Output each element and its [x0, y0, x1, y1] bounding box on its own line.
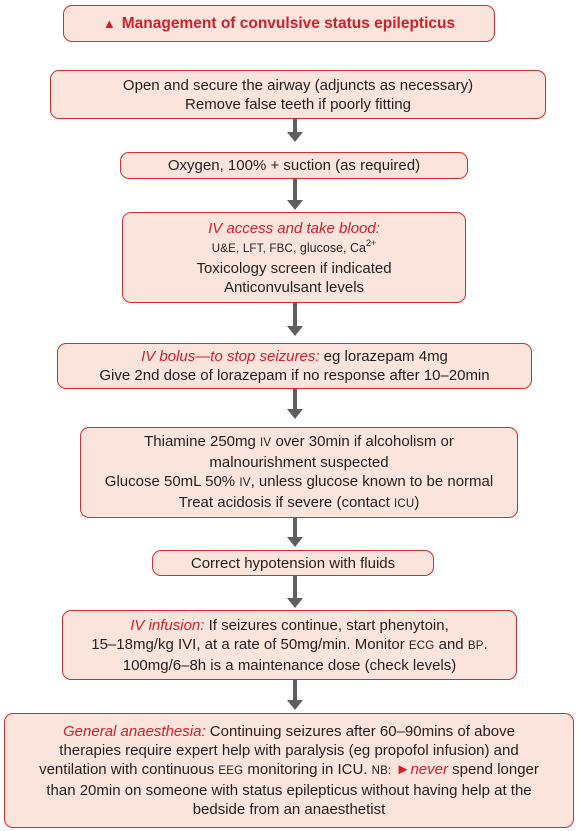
step-iv-access-heading: IV access and take blood:: [208, 219, 380, 237]
page-title: Management of convulsive status epilepti…: [121, 15, 456, 32]
step-iv-access-line2: Toxicology screen if indicated: [196, 259, 392, 277]
step-iv-access-line3: Anticonvulsant levels: [223, 278, 365, 296]
step-thiamine-line1: Thiamine 250mg IV over 30min if alcoholi…: [144, 432, 454, 450]
step-iv-bolus-line1: IV bolus—to stop seizures: eg lorazepam …: [141, 347, 448, 366]
step-ga-line3: ventilation with continuous EEG monitori…: [39, 761, 539, 778]
step-iv-infusion-heading: IV infusion:: [130, 616, 205, 634]
step-ga-line5: bedside from an anaesthetist: [192, 801, 386, 818]
step-ga-line1: General anaesthesia: Continuing seizures…: [63, 723, 515, 740]
step-thiamine-line2: malnourishment suspected: [209, 453, 389, 471]
step-thiamine-glucose: Thiamine 250mg IV over 30min if alcoholi…: [80, 427, 518, 518]
title-box: ▲ Management of convulsive status epilep…: [63, 5, 495, 42]
step-airway-line1: Open and secure the airway (adjuncts as …: [122, 76, 474, 94]
step-iv-infusion-line1: IV infusion: If seizures continue, start…: [130, 616, 449, 634]
step-iv-bolus-heading: IV bolus—to stop seizures:: [141, 348, 320, 365]
blood-tests-abbrev: U&E, LFT, FBC: [211, 242, 293, 255]
step-glucose-line: Glucose 50mL 50% IV, unless glucose know…: [104, 472, 494, 490]
step-iv-infusion-line2: 15–18mg/kg IVI, at a rate of 50mg/min. M…: [91, 635, 488, 653]
step-ga-heading: General anaesthesia:: [63, 723, 206, 740]
step-ga-line2: therapies require expert help with paral…: [59, 742, 519, 759]
step-acidosis-line: Treat acidosis if severe (contact ICU): [178, 493, 420, 511]
step-iv-bolus-line2: Give 2nd dose of lorazepam if no respons…: [99, 367, 490, 384]
calcium-charge: 2+: [365, 237, 377, 248]
step-oxygen: Oxygen, 100% + suction (as required): [120, 152, 468, 179]
warning-triangle-icon: ▲: [102, 16, 116, 31]
step-iv-bolus-drug: eg lorazepam 4mg: [319, 348, 448, 365]
step-airway-line2: Remove false teeth if poorly fitting: [185, 95, 411, 113]
step-airway: Open and secure the airway (adjuncts as …: [50, 70, 546, 119]
step-oxygen-line1: Oxygen, 100% + suction (as required): [167, 157, 421, 174]
step-iv-infusion-line3: 100mg/6–8h is a maintenance dose (check …: [122, 656, 457, 674]
step-iv-infusion: IV infusion: If seizures continue, start…: [62, 610, 517, 680]
blood-tests-line: U&E, LFT, FBC, glucose, Ca2+: [212, 238, 376, 259]
step-ga-line4: than 20min on someone with status epilep…: [46, 782, 532, 799]
step-iv-bolus: IV bolus—to stop seizures: eg lorazepam …: [57, 343, 532, 389]
blood-tests-rest: , glucose, Ca: [292, 240, 366, 255]
step-hypotension-line1: Correct hypotension with fluids: [190, 554, 396, 572]
step-hypotension: Correct hypotension with fluids: [152, 550, 434, 576]
never-emphasis: ►never: [395, 761, 448, 778]
step-iv-access: IV access and take blood: U&E, LFT, FBC,…: [122, 212, 466, 303]
step-general-anaesthesia: General anaesthesia: Continuing seizures…: [4, 713, 574, 828]
